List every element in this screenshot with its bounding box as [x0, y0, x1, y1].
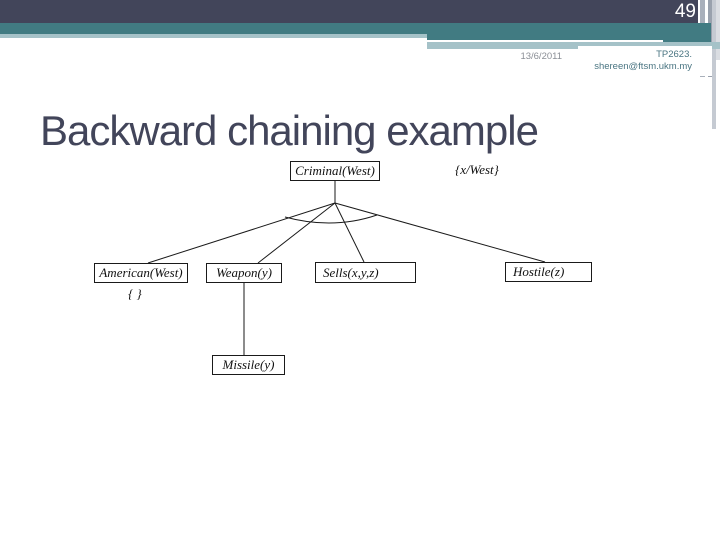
header-teal-bar-right [427, 23, 711, 40]
right-edge-stripe [712, 0, 716, 129]
node-sells: Sells(x,y,z) [315, 262, 416, 283]
node-hostile: Hostile(z) [505, 262, 592, 282]
right-edge-stripe [716, 0, 720, 60]
author-email: shereen@ftsm.ukm.my [594, 60, 692, 72]
slide-date: 13/6/2011 [520, 51, 562, 62]
header-light-teal-bar-right [427, 42, 720, 49]
course-code: TP2623. [656, 49, 692, 60]
edge-to-sells [334, 202, 365, 263]
node-american: American(West) [94, 263, 188, 283]
node-criminal: Criminal(West) [290, 161, 380, 181]
course-credit-block: TP2623. shereen@ftsm.ukm.my [520, 49, 692, 72]
edge-to-american [147, 202, 336, 264]
edge-to-weapon [257, 202, 336, 264]
edge-to-hostile [334, 202, 546, 263]
page-number: 49 [674, 1, 696, 22]
header-light-teal-bar-left [0, 34, 427, 38]
header-dark-bar [0, 0, 698, 23]
node-weapon: Weapon(y) [206, 263, 282, 283]
and-arc [284, 214, 378, 224]
node-missile: Missile(y) [212, 355, 285, 375]
header-text-backdrop [578, 46, 712, 76]
header-teal-patch [663, 40, 711, 43]
substitution-root: {x/West} [455, 162, 499, 177]
header-teal-bar-left [0, 23, 427, 34]
slide-title: Backward chaining example [40, 107, 539, 154]
substitution-american: { } [128, 286, 142, 301]
